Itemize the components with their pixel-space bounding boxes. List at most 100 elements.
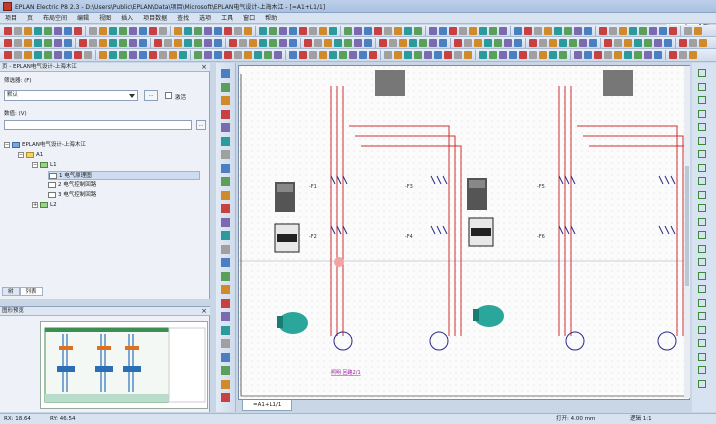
- scrollbar-thumb[interactable]: [685, 166, 689, 286]
- toolbar-button-icon[interactable]: [689, 51, 697, 59]
- toolbar-button-icon[interactable]: [599, 27, 607, 35]
- toolbar-button-icon[interactable]: [624, 51, 632, 59]
- toolbar-button-icon[interactable]: [529, 39, 537, 47]
- menu-item-help[interactable]: 帮助: [265, 15, 278, 22]
- toolbar-button-icon[interactable]: [169, 51, 177, 59]
- tree-node-page-3[interactable]: 3 电气控制回路: [48, 191, 96, 200]
- toolbar-button-icon[interactable]: [249, 39, 257, 47]
- toolbar-button-icon[interactable]: [324, 39, 332, 47]
- toolbar-button-icon[interactable]: [349, 51, 357, 59]
- toolbar-button-icon[interactable]: [64, 39, 72, 47]
- number-input[interactable]: [4, 120, 192, 130]
- tool-icon[interactable]: [698, 204, 706, 212]
- toolbar-button-icon[interactable]: [564, 27, 572, 35]
- sheet-tab[interactable]: =A1+L1/1: [242, 400, 293, 411]
- breaker-image[interactable]: [275, 178, 487, 212]
- toolbar-button-icon[interactable]: [229, 39, 237, 47]
- toolbar-button-icon[interactable]: [549, 39, 557, 47]
- toolbar-button-icon[interactable]: [414, 51, 422, 59]
- toolbar-button-icon[interactable]: [44, 51, 52, 59]
- toolbar-button-icon[interactable]: [479, 51, 487, 59]
- toolbar-button-icon[interactable]: [244, 51, 252, 59]
- motor-symbol[interactable]: [657, 331, 677, 351]
- toolbar-button-icon[interactable]: [119, 39, 127, 47]
- menu-item-window[interactable]: 窗口: [243, 15, 256, 22]
- tool-icon[interactable]: [221, 271, 230, 281]
- toolbar-button-icon[interactable]: [384, 51, 392, 59]
- toolbar-button-icon[interactable]: [339, 51, 347, 59]
- toolbar-button-icon[interactable]: [519, 51, 527, 59]
- toolbar-button-icon[interactable]: [194, 27, 202, 35]
- toolbar-button-icon[interactable]: [634, 39, 642, 47]
- toolbar-button-icon[interactable]: [234, 51, 242, 59]
- tree-node-page-2[interactable]: 2 电气控制回路: [48, 181, 96, 190]
- toolbar-button-icon[interactable]: [459, 27, 467, 35]
- tool-icon[interactable]: [221, 163, 230, 173]
- toolbar-button-icon[interactable]: [614, 51, 622, 59]
- toolbar-button-icon[interactable]: [359, 51, 367, 59]
- expand-icon[interactable]: +: [32, 201, 38, 208]
- toolbar-button-icon[interactable]: [289, 51, 297, 59]
- tree-node-a1[interactable]: −A1: [18, 151, 43, 160]
- toolbar-button-icon[interactable]: [539, 39, 547, 47]
- tool-icon[interactable]: [221, 325, 230, 335]
- motor-symbol[interactable]: [333, 331, 353, 351]
- motor-symbol[interactable]: [565, 331, 585, 351]
- tool-icon[interactable]: [698, 163, 706, 172]
- toolbar-button-icon[interactable]: [579, 39, 587, 47]
- toolbar-button-icon[interactable]: [689, 39, 697, 47]
- toolbar-button-icon[interactable]: [34, 51, 42, 59]
- tool-icon[interactable]: [698, 298, 706, 307]
- toolbar-button-icon[interactable]: [664, 39, 672, 47]
- toolbar-button-icon[interactable]: [559, 39, 567, 47]
- toolbar-button-icon[interactable]: [364, 27, 372, 35]
- toolbar-button-icon[interactable]: [434, 51, 442, 59]
- tool-icon[interactable]: [221, 366, 230, 375]
- toolbar-button-icon[interactable]: [109, 39, 117, 47]
- toolbar-button-icon[interactable]: [464, 39, 472, 47]
- collapse-icon[interactable]: −: [18, 151, 24, 158]
- menu-item-options[interactable]: 选项: [199, 15, 212, 22]
- toolbar-button-icon[interactable]: [344, 39, 352, 47]
- toolbar-button-icon[interactable]: [259, 39, 267, 47]
- menu-item-project[interactable]: 项目: [5, 15, 18, 22]
- tool-icon[interactable]: [221, 82, 230, 92]
- toolbar-button-icon[interactable]: [139, 51, 147, 59]
- menu-item-tools[interactable]: 工具: [221, 15, 234, 22]
- toolbar-button-icon[interactable]: [629, 27, 637, 35]
- tool-icon[interactable]: [698, 258, 706, 266]
- toolbar-button-icon[interactable]: [254, 51, 262, 59]
- toolbar-button-icon[interactable]: [159, 51, 167, 59]
- tool-icon[interactable]: [698, 123, 706, 131]
- toolbar-button-icon[interactable]: [34, 27, 42, 35]
- tool-icon[interactable]: [698, 136, 706, 145]
- toolbar-button-icon[interactable]: [139, 39, 147, 47]
- toolbar-button-icon[interactable]: [549, 51, 557, 59]
- toolbar-button-icon[interactable]: [514, 27, 522, 35]
- toolbar-button-icon[interactable]: [569, 39, 577, 47]
- toolbar-button-icon[interactable]: [64, 27, 72, 35]
- toolbar-button-icon[interactable]: [644, 51, 652, 59]
- tool-icon[interactable]: [698, 244, 706, 253]
- toolbar-button-icon[interactable]: [369, 51, 377, 59]
- collapse-icon[interactable]: −: [32, 161, 38, 168]
- toolbar-button-icon[interactable]: [74, 51, 82, 59]
- menu-item-layout[interactable]: 布局空间: [43, 15, 68, 22]
- toolbar-button-icon[interactable]: [419, 39, 427, 47]
- collapse-icon[interactable]: −: [4, 141, 10, 148]
- toolbar-button-icon[interactable]: [439, 39, 447, 47]
- tool-icon[interactable]: [221, 352, 230, 362]
- menu-item-edit[interactable]: 编辑: [77, 15, 90, 22]
- toolbar-button-icon[interactable]: [444, 51, 452, 59]
- toolbar-button-icon[interactable]: [614, 39, 622, 47]
- toolbar-button-icon[interactable]: [44, 39, 52, 47]
- close-icon[interactable]: ×: [201, 307, 207, 315]
- tree-node-l1[interactable]: −L1: [32, 161, 57, 170]
- toolbar-button-icon[interactable]: [354, 39, 362, 47]
- toolbar-button-icon[interactable]: [694, 27, 702, 35]
- toolbar-button-icon[interactable]: [509, 51, 517, 59]
- toolbar-button-icon[interactable]: [469, 27, 477, 35]
- toolbar-button-icon[interactable]: [319, 27, 327, 35]
- toolbar-button-icon[interactable]: [454, 51, 462, 59]
- tool-icon[interactable]: [698, 82, 706, 91]
